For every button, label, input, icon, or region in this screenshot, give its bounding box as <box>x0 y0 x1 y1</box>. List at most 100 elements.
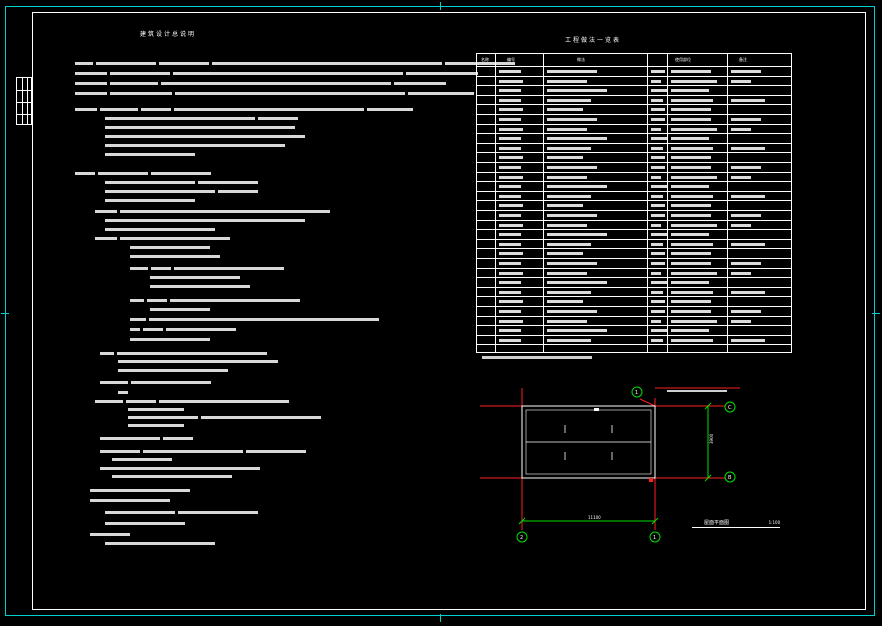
table-cell <box>731 338 765 342</box>
table-cell <box>547 156 583 160</box>
table-row-line <box>477 219 791 221</box>
table-cell <box>547 118 597 121</box>
table-cell <box>547 300 583 304</box>
note-line <box>100 379 214 385</box>
center-mark-left <box>1 313 9 314</box>
table-header-remark: 备注 <box>739 57 747 62</box>
note-line <box>118 358 281 364</box>
drain-outlet-top <box>594 408 599 411</box>
table-column-line <box>727 54 728 352</box>
roof-outline <box>521 405 656 479</box>
table-row-line <box>477 306 791 307</box>
axis-bubble-1 <box>649 531 661 543</box>
table-cell <box>651 127 661 131</box>
table-cell <box>499 175 523 179</box>
table-cell <box>651 233 667 237</box>
note-line <box>105 133 308 139</box>
table-cell <box>731 319 751 323</box>
axis-bubble-c <box>724 401 736 413</box>
table-cell <box>731 194 765 198</box>
note-line <box>75 90 477 96</box>
table-cell <box>651 146 663 150</box>
table-row-line <box>477 85 791 87</box>
design-notes-title: 建筑设计总说明 <box>140 31 197 38</box>
note-line <box>90 497 173 503</box>
table-cell <box>651 262 665 265</box>
center-mark-right <box>872 313 880 314</box>
table-cell <box>547 194 591 198</box>
table-cell <box>499 271 523 275</box>
table-cell <box>547 310 597 313</box>
table-cell <box>671 223 717 227</box>
table-cell <box>731 262 761 265</box>
note-line <box>105 188 261 194</box>
note-line <box>150 306 213 312</box>
table-cell <box>731 175 751 179</box>
table-row-line <box>477 75 791 77</box>
table-row-line <box>477 171 791 173</box>
axis-bubble-top <box>631 386 643 398</box>
note-line <box>90 487 193 493</box>
table-cell <box>499 233 521 237</box>
table-cell <box>547 108 583 112</box>
table-cell <box>499 127 523 131</box>
note-line <box>112 473 235 479</box>
table-cell <box>547 329 607 333</box>
table-cell <box>671 271 717 275</box>
table-cell <box>547 281 607 285</box>
table-cell <box>671 338 713 342</box>
table-row-line <box>477 267 791 269</box>
table-row-line <box>477 325 791 327</box>
table-cell <box>499 300 523 304</box>
table-cell <box>671 98 713 102</box>
table-cell <box>547 271 587 275</box>
table-cell <box>651 271 661 275</box>
note-line <box>75 106 416 112</box>
table-cell <box>547 166 597 169</box>
table-cell <box>499 329 521 333</box>
table-cell <box>547 70 597 73</box>
table-cell <box>547 127 587 131</box>
note-line <box>112 456 175 462</box>
table-header-location: 使用部位 <box>675 57 691 62</box>
note-line <box>105 197 198 203</box>
note-line <box>130 244 213 250</box>
table-cell <box>651 108 665 112</box>
table-column-line <box>495 54 496 352</box>
table-cell <box>671 319 717 323</box>
table-cell <box>499 156 523 160</box>
dim-tick <box>704 474 712 482</box>
table-cell <box>651 118 665 121</box>
table-row-line <box>477 344 791 346</box>
table-cell <box>651 79 661 83</box>
table-row-line <box>477 210 791 211</box>
plan-scale: 1:100 <box>768 520 781 525</box>
table-cell <box>499 194 521 198</box>
table-cell <box>547 146 591 150</box>
table-row-line <box>477 277 791 279</box>
table-cell <box>547 89 607 93</box>
table-cell <box>651 329 667 333</box>
table-cell <box>671 194 713 198</box>
table-cell <box>731 98 765 102</box>
table-row-line <box>477 258 791 259</box>
table-row-line <box>477 181 791 183</box>
table-row-line <box>477 123 791 125</box>
axis-label-1: 1 <box>653 535 656 541</box>
table-row-line <box>477 190 791 192</box>
axis-label-c: C <box>728 405 732 411</box>
table-cell <box>499 262 521 265</box>
table-cell <box>731 70 761 73</box>
note-line <box>128 414 324 420</box>
note-line <box>100 448 309 454</box>
table-row-line <box>477 334 791 336</box>
table-cell <box>671 204 711 208</box>
table-cell <box>499 70 521 73</box>
table-cell <box>651 310 665 313</box>
note-line <box>105 520 188 526</box>
center-mark-bottom <box>440 614 441 622</box>
table-cell <box>499 338 521 342</box>
table-cell <box>499 252 523 256</box>
table-cell <box>731 146 765 150</box>
table-cell <box>499 242 521 246</box>
